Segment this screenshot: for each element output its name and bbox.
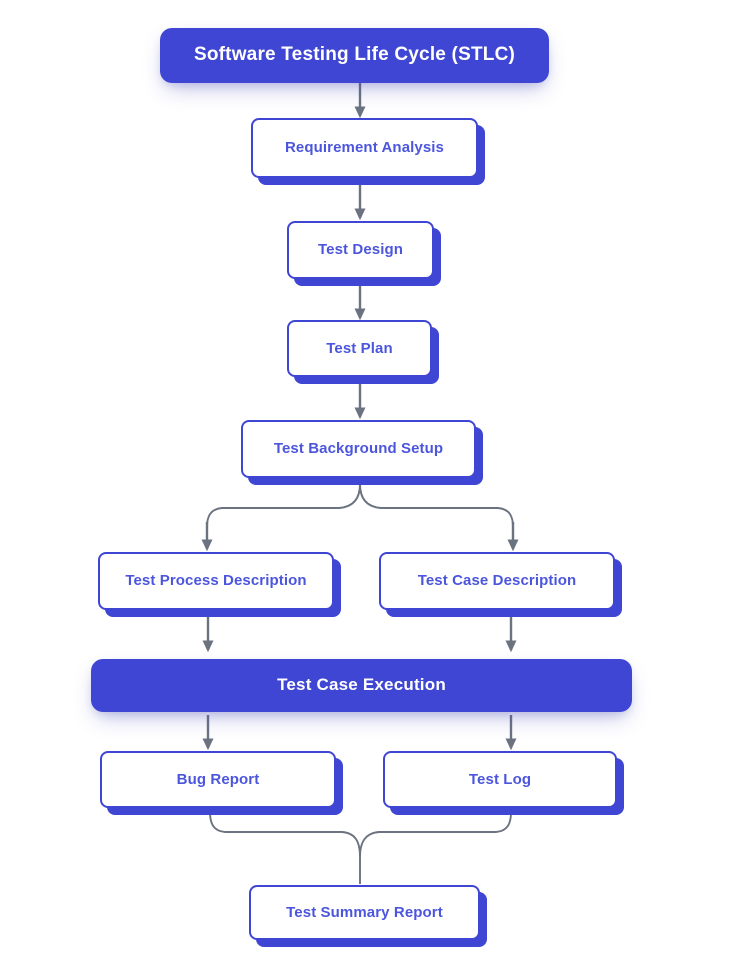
node-test-case-description[interactable]: Test Case Description (379, 552, 615, 610)
node-test-background-setup[interactable]: Test Background Setup (241, 420, 476, 478)
node-test-case-execution[interactable]: Test Case Execution (91, 659, 632, 712)
node-stlc-title[interactable]: Software Testing Life Cycle (STLC) (160, 28, 549, 83)
node-test-log[interactable]: Test Log (383, 751, 617, 808)
edge-merge-bug (209, 811, 361, 884)
node-test-summary-report[interactable]: Test Summary Report (249, 885, 480, 940)
edge-merge-log (359, 811, 512, 858)
edge-fork-background-right (359, 483, 514, 528)
edge-fork-background (206, 483, 361, 528)
node-test-design[interactable]: Test Design (287, 221, 434, 279)
node-bug-report[interactable]: Bug Report (100, 751, 336, 808)
node-test-process-description[interactable]: Test Process Description (98, 552, 334, 610)
node-test-plan[interactable]: Test Plan (287, 320, 432, 377)
node-requirement-analysis[interactable]: Requirement Analysis (251, 118, 478, 178)
